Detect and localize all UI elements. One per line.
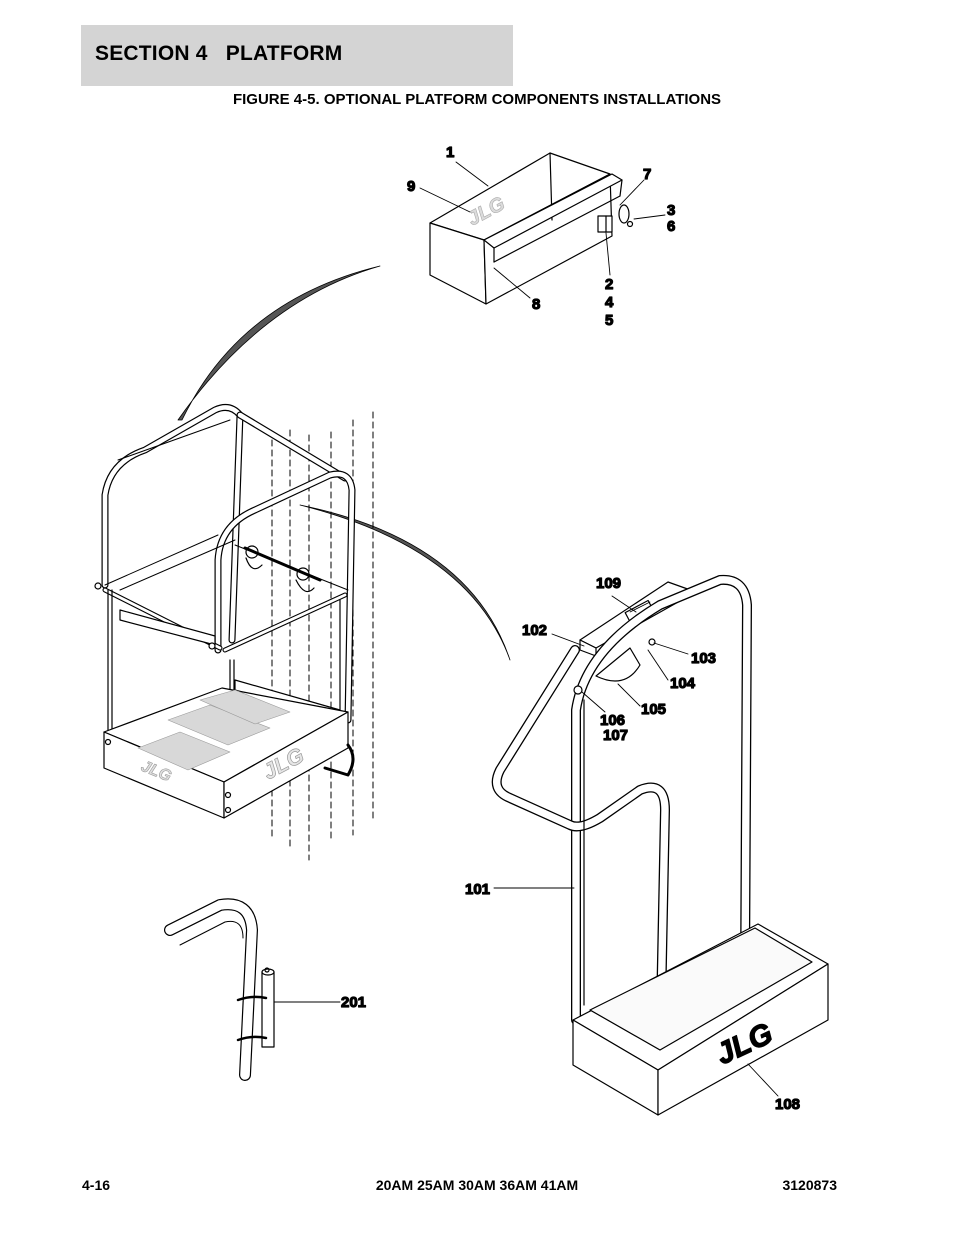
footer-models: 20AM 25AM 30AM 36AM 41AM <box>375 1177 579 1193</box>
callout-106: 106 <box>600 712 625 729</box>
callout-swoosh-top <box>177 265 381 421</box>
callout-2: 2 <box>605 276 613 293</box>
callout-105: 105 <box>641 701 666 718</box>
figure-title: FIGURE 4-5. OPTIONAL PLATFORM COMPONENTS… <box>232 91 722 108</box>
callout-3: 3 <box>667 202 675 219</box>
callout-101: 101 <box>465 881 490 898</box>
callout-102: 102 <box>522 622 547 639</box>
callout-5: 5 <box>605 312 613 329</box>
callout-108: 108 <box>775 1096 800 1113</box>
callout-107: 107 <box>603 727 628 744</box>
clamp-detail-drawing <box>164 898 275 1081</box>
leader-lines <box>273 161 779 1097</box>
callout-201: 201 <box>341 994 366 1011</box>
callout-8: 8 <box>532 296 540 313</box>
callout-109: 109 <box>596 575 621 592</box>
callout-7: 7 <box>643 166 651 183</box>
callout-4: 4 <box>605 294 614 311</box>
callout-103: 103 <box>691 650 716 667</box>
footer-doc-number: 3120873 <box>782 1177 837 1193</box>
callout-104: 104 <box>670 675 696 692</box>
tool-stand-drawing: JLG <box>491 574 829 1116</box>
callout-6: 6 <box>667 218 675 235</box>
section-title: SECTION 4 PLATFORM <box>95 42 343 65</box>
callout-swoosh-right <box>299 504 511 661</box>
platform-drawing: JLG JLG <box>94 403 356 819</box>
callout-9: 9 <box>407 178 415 195</box>
section-header: SECTION 4 PLATFORM <box>81 25 513 86</box>
callout-1: 1 <box>446 144 454 161</box>
footer-page-number: 4-16 <box>82 1177 111 1193</box>
tool-tray-drawing: JLG <box>429 152 634 305</box>
